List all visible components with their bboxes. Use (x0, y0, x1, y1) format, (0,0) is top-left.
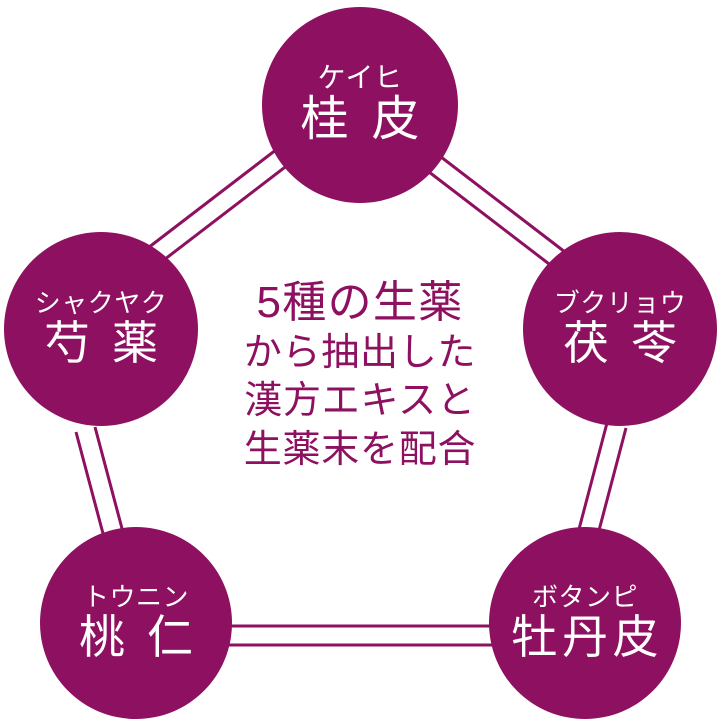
edge-tounin-shakuyaku-a (93, 426, 126, 537)
node-shakuyaku-kana: シャクヤク (34, 287, 168, 318)
edge-keihi-bukuryo-b (415, 160, 554, 269)
center-caption-line-4: 生薬末を配合 (243, 428, 477, 471)
node-tounin-kanji: 桃 仁 (79, 610, 198, 663)
edge-shakuyaku-keihi-b (155, 159, 294, 268)
edge-keihi-bukuryo-a (427, 145, 566, 254)
center-caption-line-2: から抽出した (243, 331, 477, 374)
edge-tounin-shakuyaku-b (74, 431, 107, 542)
node-tounin-kana: トウニン (82, 581, 190, 612)
node-botanpi-kanji: 牡丹皮 (511, 610, 664, 663)
edge-shakuyaku-keihi-a (143, 144, 282, 253)
node-bukuryo: ブクリョウ 茯 苓 (523, 232, 717, 426)
edge-bukuryo-botanpi-b (595, 427, 628, 539)
node-botanpi: ボタンピ 牡丹皮 (489, 527, 681, 719)
node-keihi: ケイヒ 桂 皮 (262, 7, 458, 203)
node-shakuyaku-kanji: 芍 薬 (44, 316, 163, 369)
node-shakuyaku: シャクヤク 芍 薬 (4, 232, 198, 426)
node-bukuryo-kanji: 茯 苓 (563, 316, 682, 369)
node-tounin: トウニン 桃 仁 (40, 527, 232, 719)
node-bukuryo-kana: ブクリョウ (553, 287, 687, 318)
center-caption: 5種の生薬 から抽出した 漢方エキスと 生薬末を配合 (180, 278, 540, 474)
center-caption-line-1: 5種の生薬 (256, 278, 464, 327)
node-botanpi-kana: ボタンピ (531, 581, 639, 612)
node-keihi-kana: ケイヒ (317, 62, 403, 94)
edge-bukuryo-botanpi-a (576, 422, 609, 534)
center-caption-line-3: 漢方エキスと (244, 380, 476, 423)
node-keihi-kanji: 桂 皮 (300, 92, 425, 146)
